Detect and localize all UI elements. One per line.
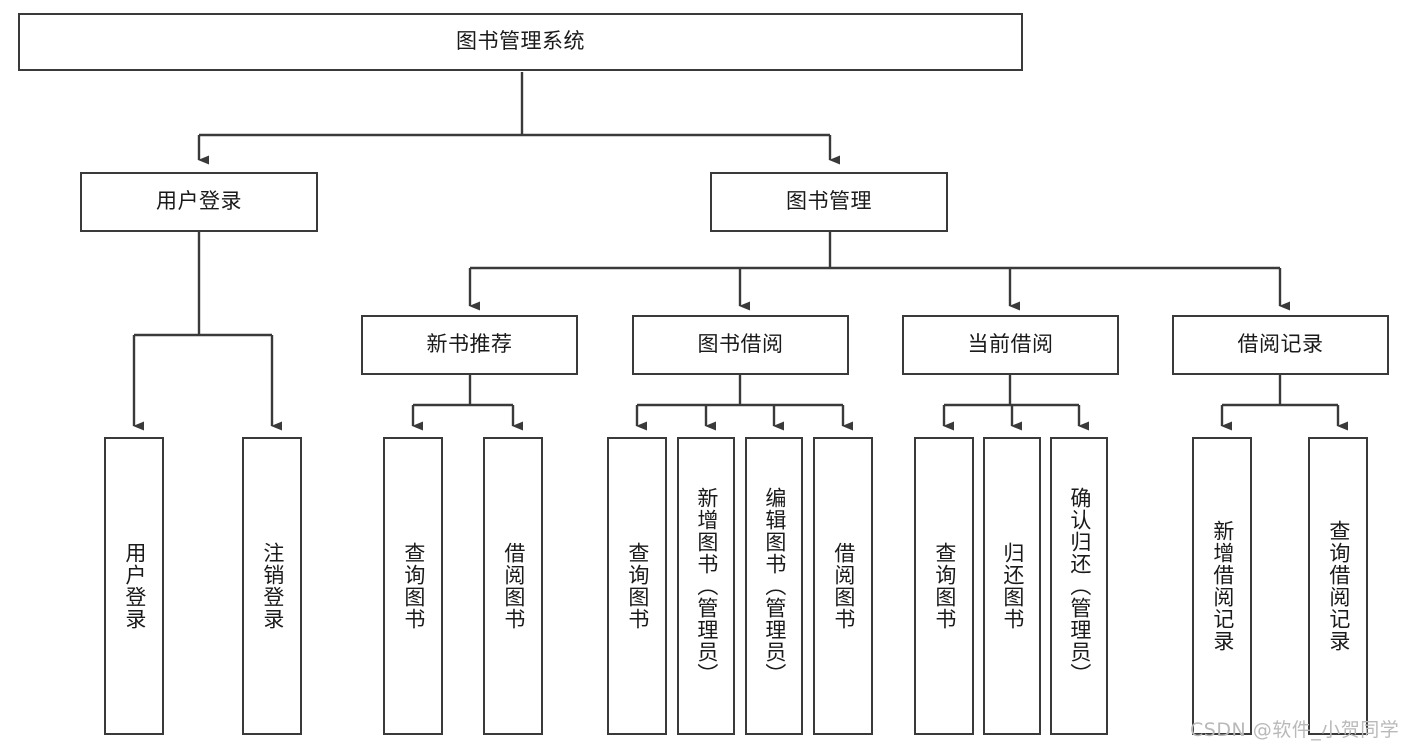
leaf-add-book-admin-label: 新增图书（管理员） [694, 487, 719, 685]
node-borrow-record[interactable]: 借阅记录 [1172, 315, 1389, 375]
node-new-book-recommend[interactable]: 新书推荐 [361, 315, 578, 375]
leaf-borrow-book-recommend[interactable]: 借阅图书 [483, 437, 543, 735]
leaf-edit-book-admin-label: 编辑图书（管理员） [762, 487, 787, 685]
node-root-label: 图书管理系统 [456, 29, 585, 54]
leaf-add-borrow-record[interactable]: 新增借阅记录 [1192, 437, 1252, 735]
leaf-logout[interactable]: 注销登录 [242, 437, 302, 735]
node-new-book-recommend-label: 新书推荐 [426, 332, 513, 357]
node-current-borrow[interactable]: 当前借阅 [902, 315, 1119, 375]
node-book-management-label: 图书管理 [786, 189, 872, 214]
leaf-borrow-book-recommend-label: 借阅图书 [501, 542, 526, 630]
node-user-login-label: 用户登录 [156, 189, 242, 214]
leaf-borrow-book-label: 借阅图书 [831, 542, 856, 630]
leaf-query-borrow-record[interactable]: 查询借阅记录 [1308, 437, 1368, 735]
leaf-return-book-label: 归还图书 [1000, 542, 1025, 630]
leaf-user-login[interactable]: 用户登录 [104, 437, 164, 735]
leaf-return-book[interactable]: 归还图书 [983, 437, 1041, 735]
node-current-borrow-label: 当前借阅 [967, 332, 1054, 357]
leaf-add-book-admin[interactable]: 新增图书（管理员） [677, 437, 735, 735]
leaf-query-book-recommend[interactable]: 查询图书 [383, 437, 443, 735]
leaf-edit-book-admin[interactable]: 编辑图书（管理员） [745, 437, 803, 735]
leaf-add-borrow-record-label: 新增借阅记录 [1210, 520, 1235, 652]
node-borrow-record-label: 借阅记录 [1237, 332, 1324, 357]
leaf-query-book-borrow-label: 查询图书 [625, 542, 650, 630]
node-user-login[interactable]: 用户登录 [80, 172, 318, 232]
leaf-query-book-current-label: 查询图书 [932, 542, 957, 630]
node-book-management[interactable]: 图书管理 [710, 172, 948, 232]
leaf-query-book-borrow[interactable]: 查询图书 [607, 437, 667, 735]
node-book-borrow-label: 图书借阅 [697, 332, 784, 357]
leaf-confirm-return-admin[interactable]: 确认归还（管理员） [1050, 437, 1108, 735]
node-book-borrow[interactable]: 图书借阅 [632, 315, 849, 375]
leaf-logout-label: 注销登录 [260, 542, 285, 630]
leaf-query-borrow-record-label: 查询借阅记录 [1326, 520, 1351, 652]
leaf-query-book-current[interactable]: 查询图书 [914, 437, 974, 735]
leaf-user-login-label: 用户登录 [122, 542, 147, 630]
leaf-borrow-book[interactable]: 借阅图书 [813, 437, 873, 735]
node-root[interactable]: 图书管理系统 [18, 13, 1023, 71]
leaf-query-book-recommend-label: 查询图书 [401, 542, 426, 630]
leaf-confirm-return-admin-label: 确认归还（管理员） [1067, 487, 1092, 685]
watermark: CSDN @软件_小贺同学 [1190, 719, 1400, 741]
